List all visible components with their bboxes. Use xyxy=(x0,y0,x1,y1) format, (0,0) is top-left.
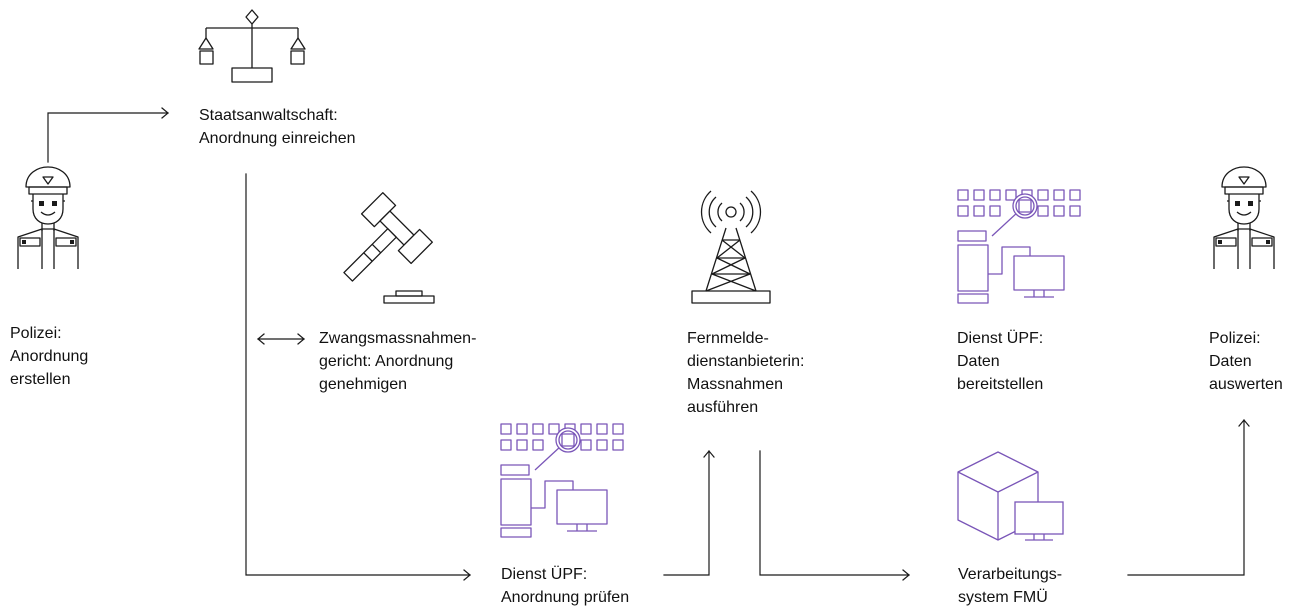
arrowhead-icon xyxy=(703,450,715,458)
arrowhead-icon xyxy=(257,333,265,345)
label-line: Anordnung prüfen xyxy=(501,589,630,606)
connectors xyxy=(47,107,1250,581)
label-line: Dienst ÜPF: xyxy=(957,330,1044,347)
label-line: Anordnung xyxy=(10,348,89,365)
label-line: dienstanbieterin: xyxy=(687,353,805,370)
connector-telecom-to-processing xyxy=(759,450,910,576)
label-line: ausführen xyxy=(687,399,759,416)
step-label-telecom: Fernmelde- dienstanbieterin: Massnahmen … xyxy=(687,327,804,419)
step-label-processing: Verarbeitungs- system FMÜ xyxy=(958,563,1062,609)
connector-police-to-prosecution xyxy=(47,112,169,163)
police-officer-icon xyxy=(17,166,79,270)
connector-processing-to-police xyxy=(1127,419,1245,576)
gavel-icon xyxy=(343,192,435,304)
surveillance-devices-icon xyxy=(957,189,1081,304)
surveillance-devices-icon xyxy=(500,423,624,538)
label-line: Daten xyxy=(1209,353,1252,370)
label-line: Polizei: xyxy=(10,325,62,342)
label-line: system FMÜ xyxy=(958,589,1048,606)
label-line: erstellen xyxy=(10,371,71,388)
scales-icon xyxy=(198,9,306,83)
label-line: auswerten xyxy=(1209,376,1283,393)
cube-monitor-icon xyxy=(957,451,1064,541)
step-label-upf-provide: Dienst ÜPF: Daten bereitstellen xyxy=(957,327,1043,396)
label-line: Zwangsmassnahmen- xyxy=(319,330,477,347)
police-officer-icon xyxy=(1213,166,1275,270)
arrowhead-icon xyxy=(902,569,910,581)
label-line: Verarbeitungs- xyxy=(958,566,1063,583)
label-line: genehmigen xyxy=(319,376,408,393)
transmission-tower-icon xyxy=(691,190,771,304)
label-line: Dienst ÜPF: xyxy=(501,566,588,583)
label-line: Daten xyxy=(957,353,1000,370)
step-label-police-analyze: Polizei: Daten auswerten xyxy=(1209,327,1283,396)
arrowhead-icon xyxy=(1238,419,1250,427)
connector-upf-to-telecom xyxy=(663,450,710,576)
label-line: Polizei: xyxy=(1209,330,1261,347)
label-line: gericht: Anordnung xyxy=(319,353,454,370)
connector-prosecution-to-upf xyxy=(245,173,471,576)
arrowhead-icon xyxy=(161,107,169,119)
label-line: bereitstellen xyxy=(957,376,1044,393)
label-line: Anordnung einreichen xyxy=(199,130,356,147)
arrowhead-icon xyxy=(297,333,305,345)
step-label-prosecution: Staatsanwaltschaft: Anordnung einreichen xyxy=(199,104,356,150)
step-label-police-create: Polizei: Anordnung erstellen xyxy=(10,322,88,391)
step-label-court: Zwangsmassnahmen- gericht: Anordnung gen… xyxy=(319,327,476,396)
label-line: Fernmelde- xyxy=(687,330,769,347)
label-line: Staatsanwaltschaft: xyxy=(199,107,338,124)
label-line: Massnahmen xyxy=(687,376,784,393)
step-label-upf-check: Dienst ÜPF: Anordnung prüfen xyxy=(501,563,629,609)
arrowhead-icon xyxy=(463,569,471,581)
